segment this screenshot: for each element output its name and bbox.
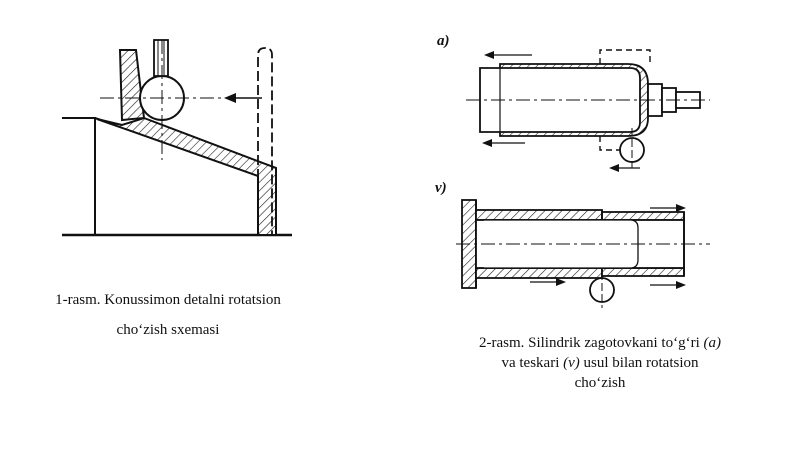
figure2-caption-line2: va teskari (v) usul bilan rotatsion — [430, 354, 770, 373]
figure2-caption-v: (v) — [563, 355, 580, 371]
figure2a-drawing — [466, 49, 710, 172]
label-v: v) — [435, 180, 447, 196]
roller-rod — [153, 39, 169, 77]
figure2-caption-line1: 2-rasm. Silindrik zagotovkani to‘g‘ri (a… — [430, 334, 770, 353]
figure2-caption-text1: 2-rasm. Silindrik zagotovkani to‘g‘ri — [478, 335, 704, 351]
left-roller-holder — [118, 49, 146, 122]
figure1-caption-line2: cho‘zish sxemasi — [116, 322, 220, 338]
figure2-caption-text3: usul bilan rotatsion — [579, 355, 699, 371]
figure2-caption-line3: cho‘zish — [574, 375, 626, 391]
right-holder-dashed — [257, 47, 273, 235]
figure2-caption-a: (a) — [703, 335, 722, 351]
figure1-caption-line1: 1-rasm. Konussimon detalni rotatsion — [55, 292, 281, 308]
figure1-drawing — [62, 39, 292, 237]
label-a: a) — [437, 33, 450, 49]
figure2-caption-text2: va teskari — [501, 355, 564, 371]
conical-workpiece — [96, 116, 277, 236]
figure2v-drawing — [456, 199, 710, 308]
mandrel-outline — [62, 117, 96, 235]
